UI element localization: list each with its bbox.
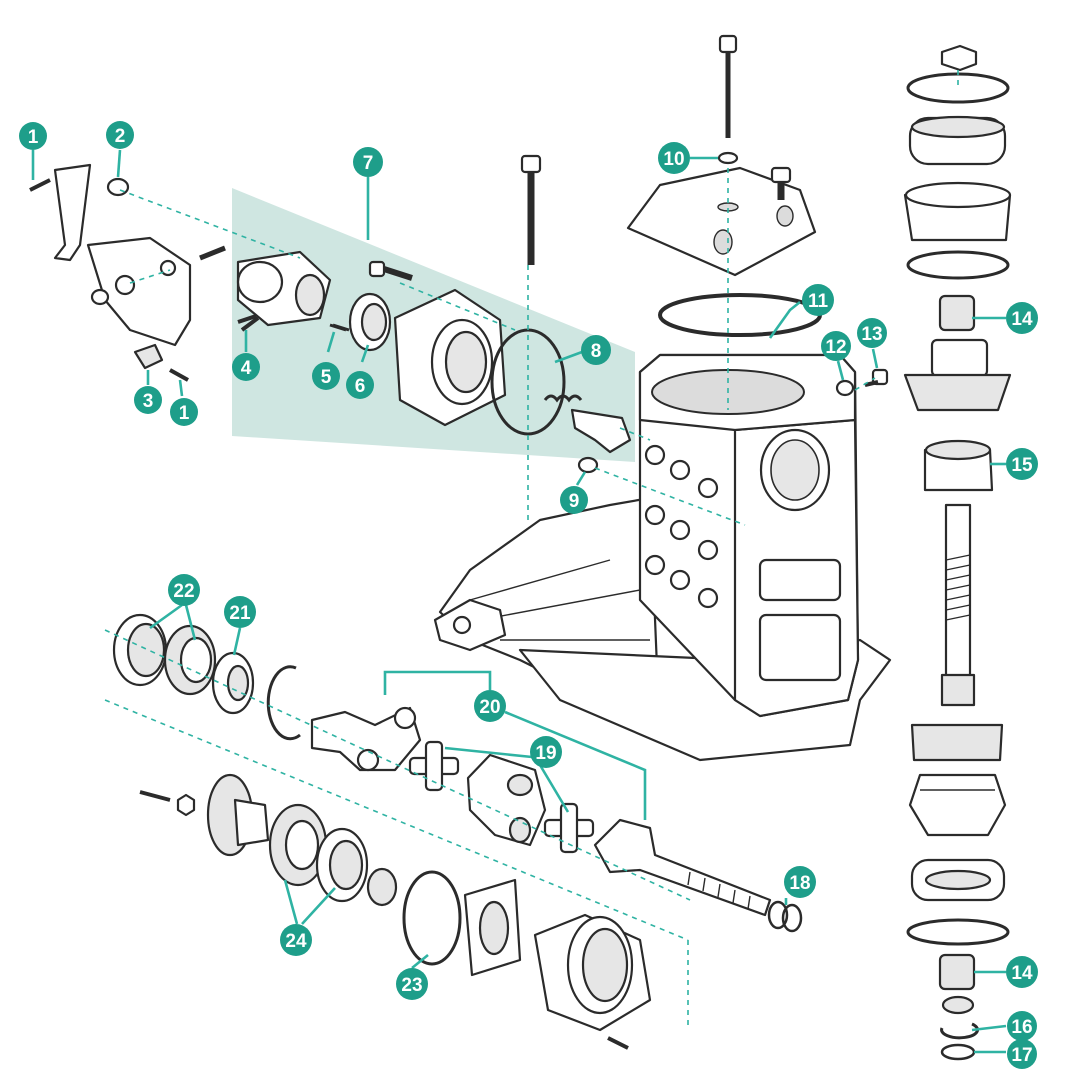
long-through-bolt — [520, 154, 542, 265]
svg-text:5: 5 — [321, 367, 332, 388]
gearcase-housing — [433, 353, 892, 762]
svg-text:16: 16 — [1011, 1017, 1032, 1038]
svg-text:1: 1 — [28, 127, 39, 148]
callout-13: 13 — [857, 318, 887, 348]
screw-13 — [864, 368, 889, 387]
washer-2 — [106, 177, 130, 197]
svg-text:21: 21 — [229, 603, 251, 624]
svg-text:4: 4 — [241, 358, 252, 379]
callout-8: 8 — [581, 335, 611, 365]
svg-text:24: 24 — [285, 931, 307, 952]
callout-21: 21 — [224, 596, 256, 628]
callout-12: 12 — [821, 331, 851, 361]
callout-3: 3 — [134, 386, 162, 414]
small-screws — [29, 178, 347, 382]
pin-5 — [332, 323, 350, 332]
callout-1b: 1 — [170, 398, 198, 426]
svg-text:8: 8 — [591, 341, 602, 362]
seal-6 — [348, 292, 392, 352]
svg-text:12: 12 — [825, 337, 846, 358]
shift-housing — [393, 288, 507, 427]
callout-9: 9 — [560, 486, 588, 514]
vertical-drive-stack — [903, 44, 1012, 1061]
washer-10 — [717, 151, 739, 165]
svg-text:14: 14 — [1011, 309, 1033, 330]
leader-lines — [31, 149, 1007, 1054]
svg-text:2: 2 — [115, 126, 126, 147]
callout-18: 18 — [784, 866, 816, 898]
callout-11: 11 — [802, 284, 834, 316]
svg-text:6: 6 — [355, 376, 366, 397]
svg-text:22: 22 — [173, 581, 194, 602]
cover-bolt — [770, 166, 792, 200]
callout-14b: 14 — [1006, 956, 1038, 988]
svg-text:7: 7 — [363, 153, 374, 174]
callout-7: 7 — [353, 147, 383, 177]
svg-text:10: 10 — [663, 149, 684, 170]
shift-link — [53, 163, 92, 262]
svg-text:14: 14 — [1011, 963, 1033, 984]
callout-2: 2 — [106, 121, 134, 149]
washer-9 — [577, 456, 599, 474]
callout-4: 4 — [232, 353, 260, 381]
forward-gear-assembly — [139, 773, 652, 1050]
svg-text:11: 11 — [808, 291, 829, 312]
o-ring-11 — [657, 293, 823, 337]
cap-3 — [133, 343, 164, 370]
svg-text:13: 13 — [861, 324, 882, 345]
callout-19: 19 — [530, 736, 562, 768]
callout-10: 10 — [658, 142, 690, 174]
top-long-bolt — [718, 34, 738, 138]
callout-22: 22 — [168, 574, 200, 606]
callout-6: 6 — [346, 371, 374, 399]
top-cover — [626, 166, 817, 277]
washer-small — [90, 288, 110, 306]
callout-14a: 14 — [1006, 302, 1038, 334]
svg-text:20: 20 — [479, 697, 500, 718]
pin-4 — [237, 314, 257, 324]
svg-text:18: 18 — [789, 873, 810, 894]
callout-24: 24 — [280, 924, 312, 956]
callout-23: 23 — [396, 968, 428, 1000]
shift-detent — [543, 394, 632, 454]
callout-1a: 1 — [19, 122, 47, 150]
svg-text:15: 15 — [1011, 455, 1033, 476]
callout-20: 20 — [474, 690, 506, 722]
callout-17: 17 — [1007, 1039, 1037, 1069]
svg-text:3: 3 — [143, 391, 154, 412]
callout-16: 16 — [1007, 1011, 1037, 1041]
callout-15: 15 — [1006, 448, 1038, 480]
alignment-lines — [104, 70, 959, 1030]
prop-shaft-assembly — [112, 613, 803, 933]
washer-12 — [835, 379, 855, 397]
svg-text:19: 19 — [535, 743, 556, 764]
svg-text:9: 9 — [569, 491, 580, 512]
svg-text:23: 23 — [401, 975, 422, 996]
callout-5: 5 — [312, 362, 340, 390]
shift-bolt — [368, 260, 413, 281]
shift-bracket — [86, 236, 192, 347]
shift-cam — [236, 250, 332, 327]
svg-text:1: 1 — [179, 403, 190, 424]
svg-text:17: 17 — [1011, 1045, 1032, 1066]
